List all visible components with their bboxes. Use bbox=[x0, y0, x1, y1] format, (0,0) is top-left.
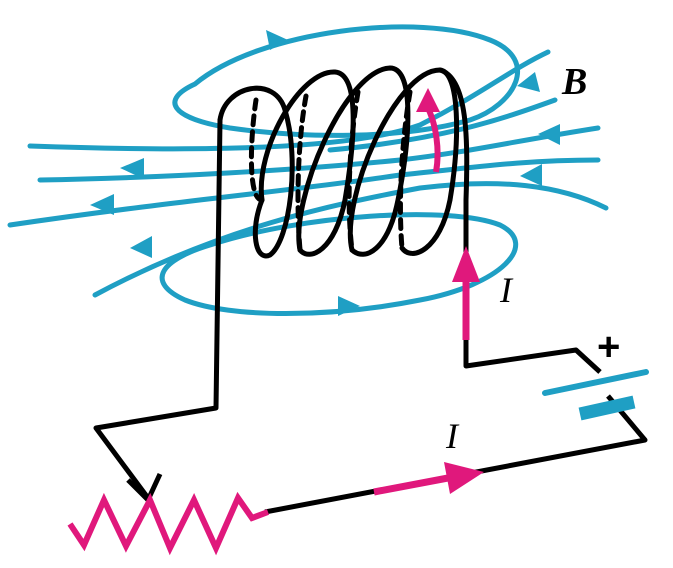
battery-icon bbox=[542, 369, 649, 421]
current-label-lower: I bbox=[445, 416, 460, 456]
variable-resistor-icon bbox=[67, 491, 270, 556]
lower-current-arrow bbox=[373, 462, 484, 496]
field-arrow-bottom bbox=[338, 296, 360, 316]
field-label-b: B bbox=[561, 61, 587, 103]
field-arrow-top bbox=[266, 30, 288, 50]
field-arrow-left3 bbox=[130, 236, 152, 258]
field-arrows bbox=[90, 30, 560, 316]
field-arrow-left1 bbox=[120, 158, 144, 179]
field-arrow-right2 bbox=[520, 164, 542, 186]
field-line-2 bbox=[37, 125, 601, 183]
solenoid-coil bbox=[213, 65, 470, 411]
coil-current-arrow bbox=[416, 88, 441, 173]
field-line-3 bbox=[7, 157, 601, 228]
magnetic-field-lines bbox=[7, 24, 609, 316]
circuit-wires bbox=[93, 347, 648, 515]
upper-current-arrow bbox=[452, 246, 480, 340]
field-arrow-b bbox=[517, 72, 540, 92]
battery-plus-label: + bbox=[597, 325, 620, 369]
field-arrow-left2 bbox=[90, 194, 114, 215]
field-arrow-right1 bbox=[538, 124, 560, 145]
field-loop-top bbox=[172, 24, 521, 138]
field-line-1 bbox=[27, 49, 551, 152]
current-label-upper: I bbox=[499, 270, 514, 310]
